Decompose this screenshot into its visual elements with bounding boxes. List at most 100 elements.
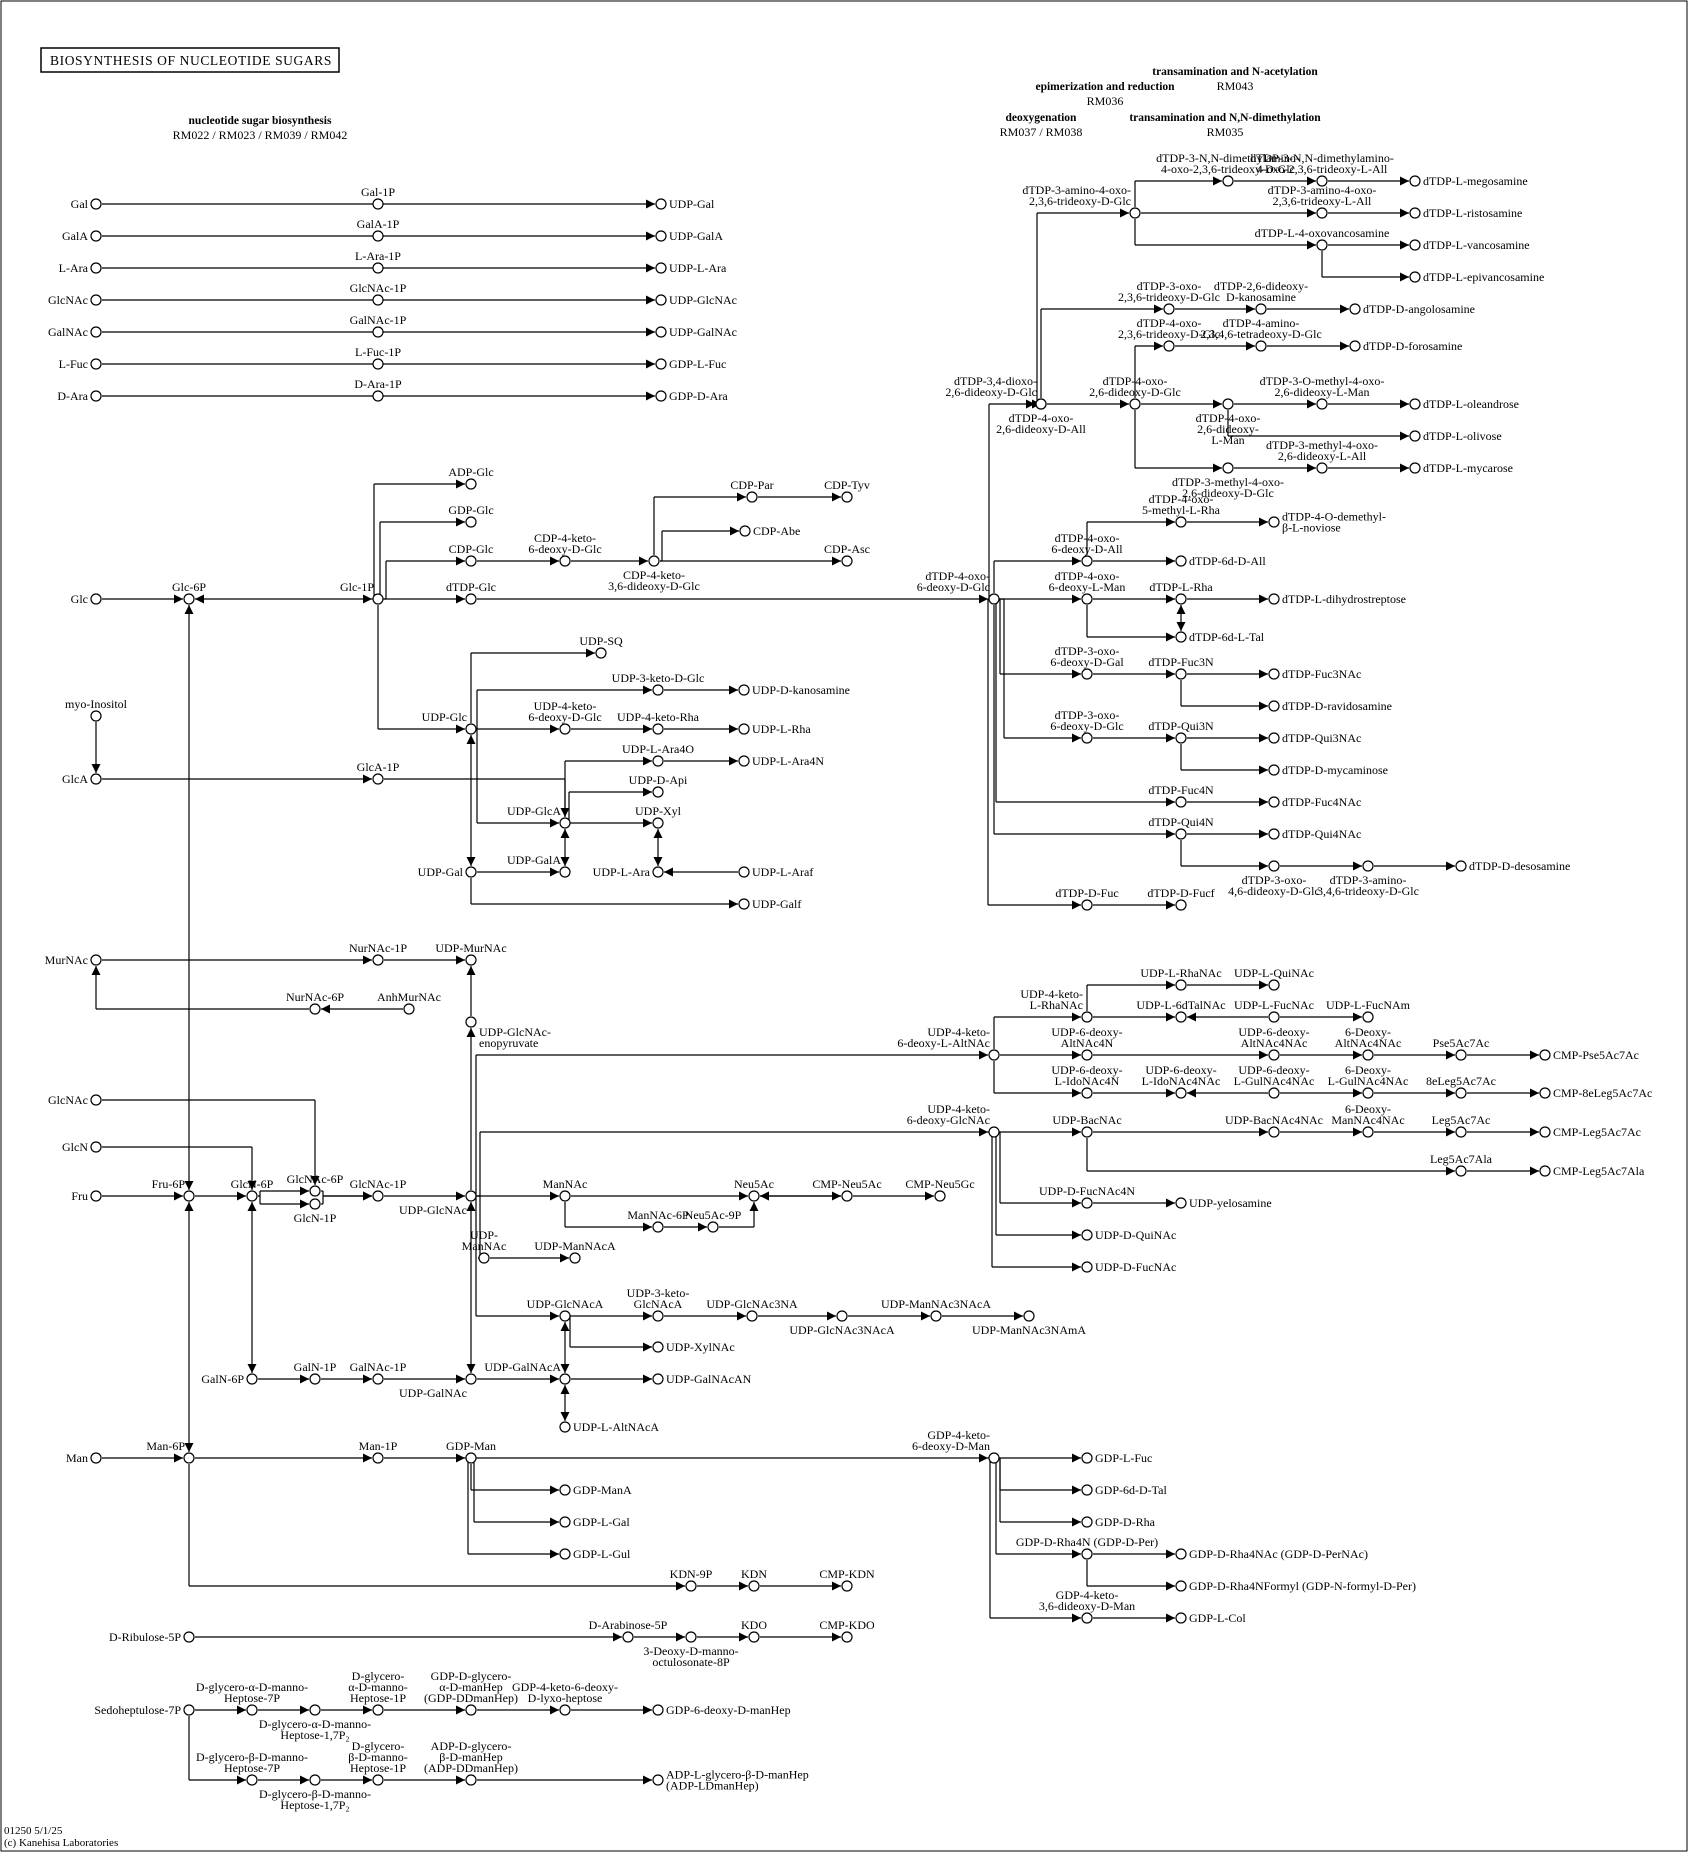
compound-node-dTDPGlc[interactable] <box>465 593 477 605</box>
compound-node-UDPManNAc3NAmA[interactable] <box>1023 1310 1035 1322</box>
compound-node-UDPGlcA[interactable] <box>559 817 571 829</box>
compound-node-UDPL6dTal[interactable] <box>1175 1011 1187 1023</box>
compound-node-UDPyel[interactable] <box>1175 1197 1187 1209</box>
compound-node-dTDPQui3NAc[interactable] <box>1268 732 1280 744</box>
compound-node-GlcN1P[interactable] <box>309 1198 321 1210</box>
compound-node-DGbM17P[interactable] <box>309 1774 321 1786</box>
compound-node-UDPGalA1[interactable] <box>655 230 667 242</box>
compound-node-dTDPL4oxv[interactable] <box>1316 239 1328 251</box>
compound-node-dTDPLvan[interactable] <box>1409 239 1421 251</box>
compound-node-GlcNAc1[interactable] <box>90 294 102 306</box>
compound-node-DGbM1P[interactable] <box>372 1774 384 1786</box>
compound-node-Sedo7P[interactable] <box>183 1704 195 1716</box>
compound-node-dTDPFuc3NAc[interactable] <box>1268 668 1280 680</box>
compound-node-DGbM7P[interactable] <box>246 1774 258 1786</box>
compound-node-GalNAc1P1[interactable] <box>372 326 384 338</box>
compound-node-dTDPLoli[interactable] <box>1409 430 1421 442</box>
compound-node-Leg5Ac7Ac[interactable] <box>1455 1126 1467 1138</box>
compound-node-UDPManNAc3NAcA[interactable] <box>930 1310 942 1322</box>
compound-node-dTDP4oxo236[interactable] <box>1163 340 1175 352</box>
compound-node-CMPPse[interactable] <box>1539 1049 1551 1061</box>
compound-node-CMPLeg[interactable] <box>1539 1126 1551 1138</box>
compound-node-UDPDApi[interactable] <box>652 786 664 798</box>
compound-node-dTDP3me4oGlc[interactable] <box>1222 462 1234 474</box>
compound-node-Man[interactable] <box>90 1452 102 1464</box>
compound-node-DRib5P[interactable] <box>183 1631 195 1643</box>
compound-node-GlcA1P[interactable] <box>372 773 384 785</box>
compound-node-GlcA[interactable] <box>90 773 102 785</box>
compound-node-UDPDFucNAc4N[interactable] <box>1081 1197 1093 1209</box>
compound-node-dTDP4oxo26[interactable] <box>1129 398 1141 410</box>
compound-node-GDPDAra[interactable] <box>655 390 667 402</box>
compound-node-GDPLGal[interactable] <box>559 1516 571 1528</box>
compound-node-GDP6dManHep[interactable] <box>652 1704 664 1716</box>
compound-node-GlcNAc6P[interactable] <box>309 1185 321 1197</box>
compound-node-CMPNeu5Ac[interactable] <box>841 1190 853 1202</box>
compound-node-LFuc[interactable] <box>90 358 102 370</box>
compound-node-LAra[interactable] <box>90 262 102 274</box>
compound-node-GDPDRha4NF[interactable] <box>1175 1580 1187 1592</box>
compound-node-GlcN[interactable] <box>90 1141 102 1153</box>
compound-node-UDPLQuiNAc[interactable] <box>1268 979 1280 991</box>
compound-node-NurNAc6P[interactable] <box>309 1003 321 1015</box>
compound-node-UDPMurNAc[interactable] <box>465 954 477 966</box>
compound-node-DGaM17P[interactable] <box>309 1704 321 1716</box>
compound-node-DManNAc4NAc[interactable] <box>1362 1126 1374 1138</box>
compound-node-ADPGlc[interactable] <box>465 478 477 490</box>
compound-node-dTDP3Ome[interactable] <box>1316 398 1328 410</box>
compound-node-CMPKDO[interactable] <box>841 1631 853 1643</box>
compound-node-UDPGal1[interactable] <box>655 198 667 210</box>
compound-node-GDPDDManHep[interactable] <box>465 1704 477 1716</box>
compound-node-CMPNeu5Gc[interactable] <box>934 1190 946 1202</box>
compound-node-dTDPDfor[interactable] <box>1349 340 1361 352</box>
compound-node-dTDPFuc4NAc[interactable] <box>1268 796 1280 808</box>
compound-node-Neu5Ac[interactable] <box>748 1190 760 1202</box>
compound-node-Neu5Ac9P[interactable] <box>707 1221 719 1233</box>
compound-node-dTDPDFuc[interactable] <box>1081 899 1093 911</box>
compound-node-UDP6dAlt4N[interactable] <box>1081 1049 1093 1061</box>
compound-node-dTDPLmyc[interactable] <box>1409 462 1421 474</box>
compound-node-GDPLFuc2[interactable] <box>1081 1452 1093 1464</box>
compound-node-CDP4k[interactable] <box>559 555 571 567</box>
compound-node-GlcNAc2[interactable] <box>90 1094 102 1106</box>
compound-node-CDP4k36[interactable] <box>648 555 660 567</box>
compound-node-CMP8eLeg[interactable] <box>1539 1087 1551 1099</box>
compound-node-KDN[interactable] <box>748 1580 760 1592</box>
compound-node-GalA[interactable] <box>90 230 102 242</box>
compound-node-CDPTyv[interactable] <box>841 491 853 503</box>
compound-node-GalNAc1[interactable] <box>90 326 102 338</box>
compound-node-dTDP6dLTal[interactable] <box>1175 631 1187 643</box>
compound-node-GalA1P[interactable] <box>372 230 384 242</box>
compound-node-GDPDRha4NAc[interactable] <box>1175 1548 1187 1560</box>
compound-node-DAra1P[interactable] <box>372 390 384 402</box>
compound-node-GlcN6P[interactable] <box>246 1190 258 1202</box>
compound-node-dTDP3o46[interactable] <box>1268 860 1280 872</box>
compound-node-dTDPFuc3N[interactable] <box>1175 668 1187 680</box>
compound-node-dTDPDrav[interactable] <box>1268 700 1280 712</box>
compound-node-UDPGlcNAc1[interactable] <box>655 294 667 306</box>
compound-node-GalNAc1P2[interactable] <box>372 1373 384 1385</box>
compound-node-GDPLFuc1[interactable] <box>655 358 667 370</box>
compound-node-UDP6dLIdo4N[interactable] <box>1081 1087 1093 1099</box>
compound-node-UDP6dAlt4NAc[interactable] <box>1268 1049 1280 1061</box>
compound-node-dTDP3a4o[interactable] <box>1129 207 1141 219</box>
compound-node-UDPLFucNAm[interactable] <box>1362 1011 1374 1023</box>
compound-node-Leg5Ac7Ala[interactable] <box>1455 1165 1467 1177</box>
compound-node-dTDP3oxo[interactable] <box>1163 303 1175 315</box>
compound-node-UDPLRhaNAc[interactable] <box>1175 979 1187 991</box>
compound-node-UDPGalA2[interactable] <box>559 866 571 878</box>
compound-node-UDP4kGlcNAc[interactable] <box>988 1126 1000 1138</box>
compound-node-UDP6dLIdo4NAc[interactable] <box>1175 1087 1187 1099</box>
compound-node-GalN1P[interactable] <box>309 1373 321 1385</box>
compound-node-UDPBacNAc[interactable] <box>1081 1126 1093 1138</box>
compound-node-UDPLFucNAc[interactable] <box>1268 1011 1280 1023</box>
compound-node-GDPGlc[interactable] <box>465 516 477 528</box>
compound-node-Glc6P[interactable] <box>183 593 195 605</box>
compound-node-UDPGlcNAcA[interactable] <box>559 1310 571 1322</box>
compound-node-CDPAsc[interactable] <box>841 555 853 567</box>
compound-node-dTDPLdhs[interactable] <box>1268 593 1280 605</box>
compound-node-CMPKDN[interactable] <box>841 1580 853 1592</box>
compound-node-GDPLGul[interactable] <box>559 1548 571 1560</box>
compound-node-eLeg[interactable] <box>1455 1087 1467 1099</box>
compound-node-dTDPFuc4N[interactable] <box>1175 796 1187 808</box>
